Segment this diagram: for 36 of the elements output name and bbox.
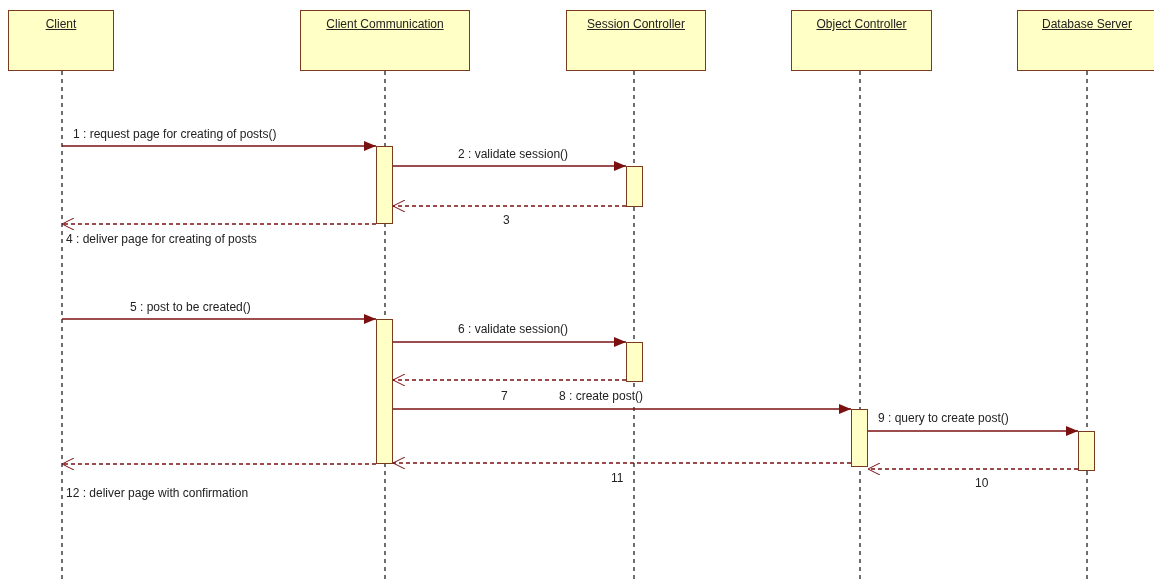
- edge-label: 1 : request page for creating of posts(): [73, 127, 277, 142]
- object-name: Client Communication: [326, 16, 444, 32]
- object-name: Object Controller: [816, 16, 907, 32]
- edge-label: 5 : post to be created(): [130, 300, 251, 315]
- object-name: Database Server: [1041, 16, 1132, 32]
- edge-label: 9 : query to create post(): [878, 411, 1009, 426]
- return-arrow: [61, 457, 377, 471]
- activation-bar: [626, 342, 643, 382]
- edge-label: 12 : deliver page with confirmation: [66, 486, 249, 501]
- activation-bar: [851, 409, 868, 467]
- activation-bar: [626, 166, 643, 207]
- object-name: Session Controller: [586, 16, 685, 32]
- activation-bar: [1078, 431, 1095, 471]
- lifeline-box: [566, 10, 706, 71]
- lifeline-box: [791, 10, 932, 71]
- lifeline-box: [1017, 10, 1154, 71]
- activation-bar: [376, 319, 393, 464]
- return-arrow: [392, 199, 627, 213]
- edge-label: 6 : validate session(): [458, 322, 569, 337]
- lifeline-box: [300, 10, 470, 71]
- return-arrow: [392, 373, 627, 387]
- edge-label: 8 : create post(): [559, 389, 644, 404]
- return-arrow: [867, 462, 1079, 476]
- message-arrow: [392, 161, 627, 171]
- return-arrow: [61, 217, 377, 231]
- return-arrow: [392, 456, 852, 470]
- message-arrow: [392, 404, 852, 414]
- message-arrow: [392, 337, 627, 347]
- activation-bar: [376, 146, 393, 224]
- message-arrow: [61, 141, 377, 151]
- edge-label: 2 : validate session(): [458, 147, 569, 162]
- message-arrow: [61, 314, 377, 324]
- edge-label: 4 : deliver page for creating of posts: [66, 232, 257, 247]
- lifeline-box: [8, 10, 114, 71]
- object-name: Client: [45, 16, 77, 32]
- message-arrow: [867, 426, 1079, 436]
